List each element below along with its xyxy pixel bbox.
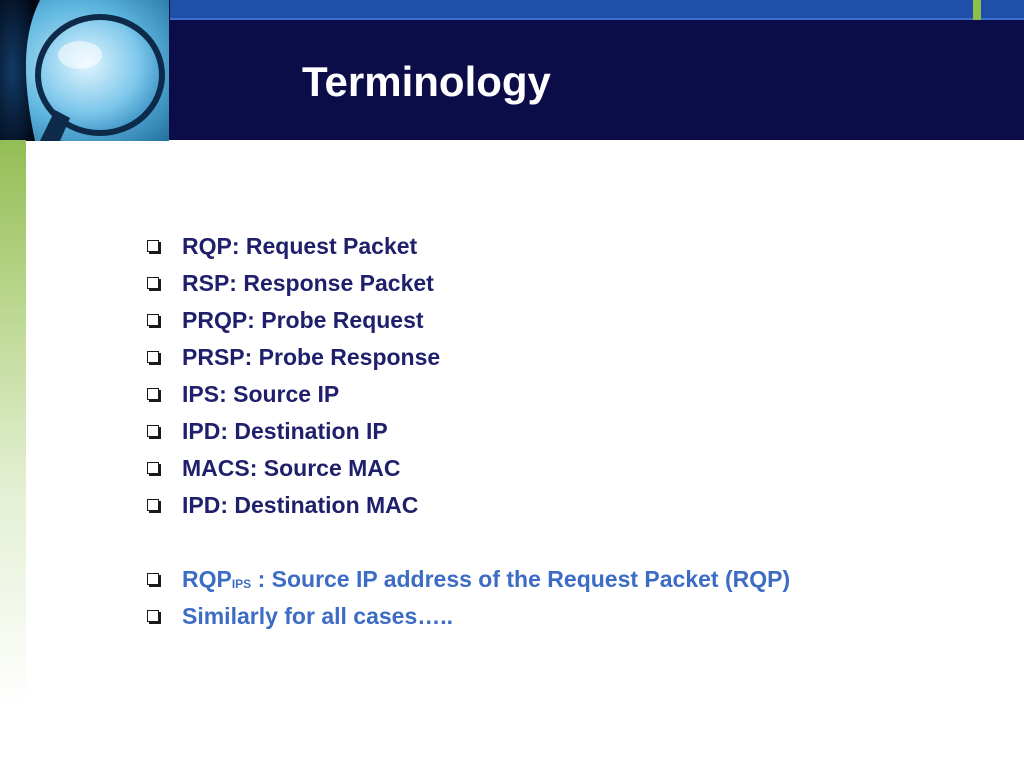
list-item-example: RQPIPS : Source IP address of the Reques… xyxy=(145,561,790,598)
page-title: Terminology xyxy=(302,58,551,105)
checkbox-bullet-icon xyxy=(147,351,159,363)
side-accent-bar xyxy=(0,140,26,768)
checkbox-bullet-icon xyxy=(147,240,159,252)
checkbox-bullet-icon xyxy=(147,499,159,511)
list-item: MACS: Source MAC xyxy=(145,450,790,487)
example-text: : Source IP address of the Request Packe… xyxy=(251,566,791,592)
accent-tick xyxy=(973,0,981,20)
list-item: IPD: Destination MAC xyxy=(145,487,790,524)
term-text: MACS: Source MAC xyxy=(182,455,401,481)
note-text: Similarly for all cases….. xyxy=(182,603,454,629)
checkbox-bullet-icon xyxy=(147,277,159,289)
header-bar xyxy=(0,0,1024,140)
header-stripe xyxy=(170,0,1024,18)
checkbox-bullet-icon xyxy=(147,388,159,400)
checkbox-bullet-icon xyxy=(147,314,159,326)
list-item: IPD: Destination IP xyxy=(145,413,790,450)
list-spacer xyxy=(145,524,790,561)
checkbox-bullet-icon xyxy=(147,573,159,585)
term-text: RQP: Request Packet xyxy=(182,233,418,259)
header-stripe-line xyxy=(170,18,1024,20)
term-text: PRSP: Probe Response xyxy=(182,344,441,370)
term-text: RSP: Response Packet xyxy=(182,270,434,296)
list-item: PRQP: Probe Request xyxy=(145,302,790,339)
magnifying-glass-icon xyxy=(0,0,169,141)
list-item: IPS: Source IP xyxy=(145,376,790,413)
example-subscript: IPS xyxy=(231,577,252,591)
term-text: IPS: Source IP xyxy=(182,381,340,407)
list-item-note: Similarly for all cases….. xyxy=(145,598,790,635)
list-item: PRSP: Probe Response xyxy=(145,339,790,376)
term-text: PRQP: Probe Request xyxy=(182,307,424,333)
term-text: IPD: Destination IP xyxy=(182,418,388,444)
term-text: IPD: Destination MAC xyxy=(182,492,419,518)
checkbox-bullet-icon xyxy=(147,610,159,622)
checkbox-bullet-icon xyxy=(147,462,159,474)
example-prefix: RQP xyxy=(182,566,232,592)
terminology-list: RQP: Request Packet RSP: Response Packet… xyxy=(145,228,790,635)
list-item: RSP: Response Packet xyxy=(145,265,790,302)
list-item: RQP: Request Packet xyxy=(145,228,790,265)
checkbox-bullet-icon xyxy=(147,425,159,437)
